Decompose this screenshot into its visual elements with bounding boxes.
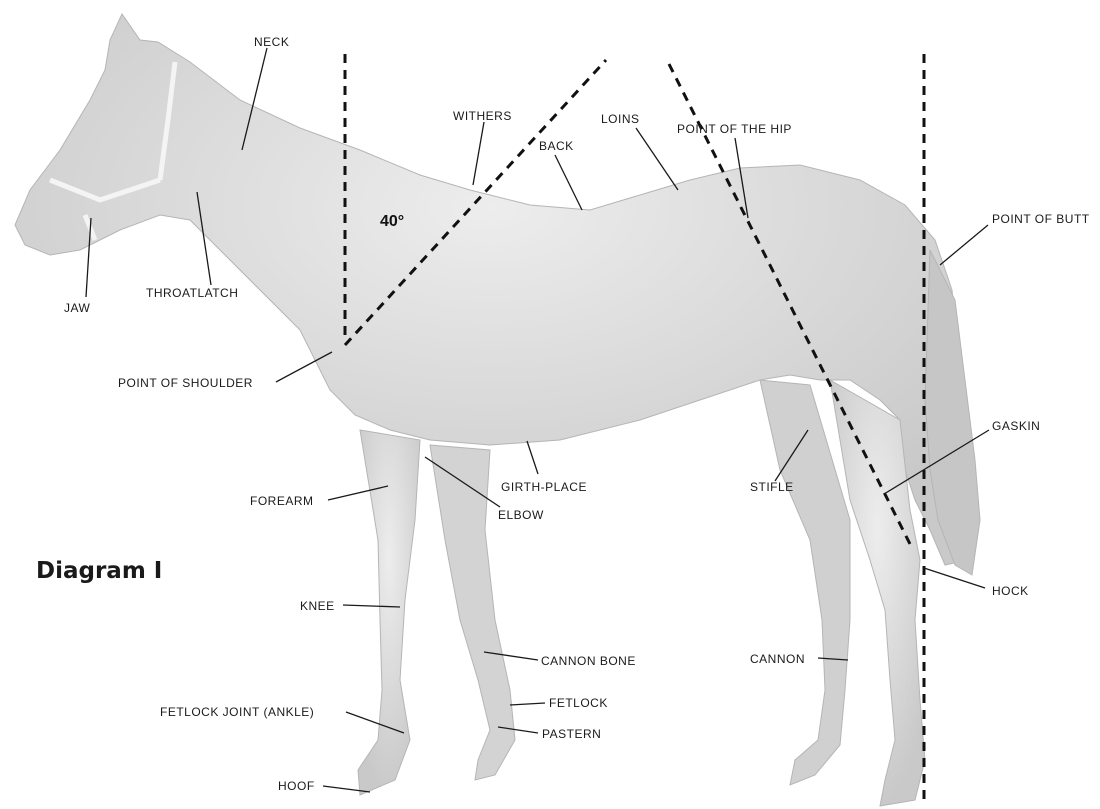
label-elbow: ELBOW — [498, 508, 544, 522]
label-girth-place: GIRTH-PLACE — [501, 480, 587, 494]
label-neck: NECK — [254, 35, 289, 49]
label-point-of-hip: POINT OF THE HIP — [677, 122, 792, 136]
diagram-title: Diagram I — [36, 558, 162, 584]
hind-far-leg — [760, 380, 850, 785]
front-far-leg — [430, 445, 515, 780]
label-fetlock-joint: FETLOCK JOINT (ANKLE) — [160, 705, 314, 719]
label-hock: HOCK — [992, 584, 1029, 598]
label-stifle: STIFLE — [750, 480, 794, 494]
label-hoof: HOOF — [278, 779, 315, 793]
horse-silhouette — [15, 14, 980, 806]
label-pastern: PASTERN — [542, 727, 601, 741]
label-cannon: CANNON — [750, 652, 805, 666]
label-point-of-butt: POINT OF BUTT — [992, 212, 1090, 226]
label-withers: WITHERS — [453, 109, 512, 123]
label-loins: LOINS — [601, 112, 640, 126]
label-point-of-shoulder: POINT OF SHOULDER — [118, 376, 253, 390]
front-near-leg — [358, 430, 420, 795]
label-forearm: FOREARM — [250, 494, 314, 508]
label-knee: KNEE — [300, 599, 335, 613]
label-jaw: JAW — [64, 301, 91, 315]
label-throatlatch: THROATLATCH — [146, 286, 238, 300]
label-fetlock: FETLOCK — [549, 696, 608, 710]
shoulder-angle-label: 40° — [380, 213, 404, 230]
label-back: BACK — [539, 139, 574, 153]
label-cannon-bone: CANNON BONE — [541, 654, 636, 668]
label-gaskin: GASKIN — [992, 419, 1040, 433]
